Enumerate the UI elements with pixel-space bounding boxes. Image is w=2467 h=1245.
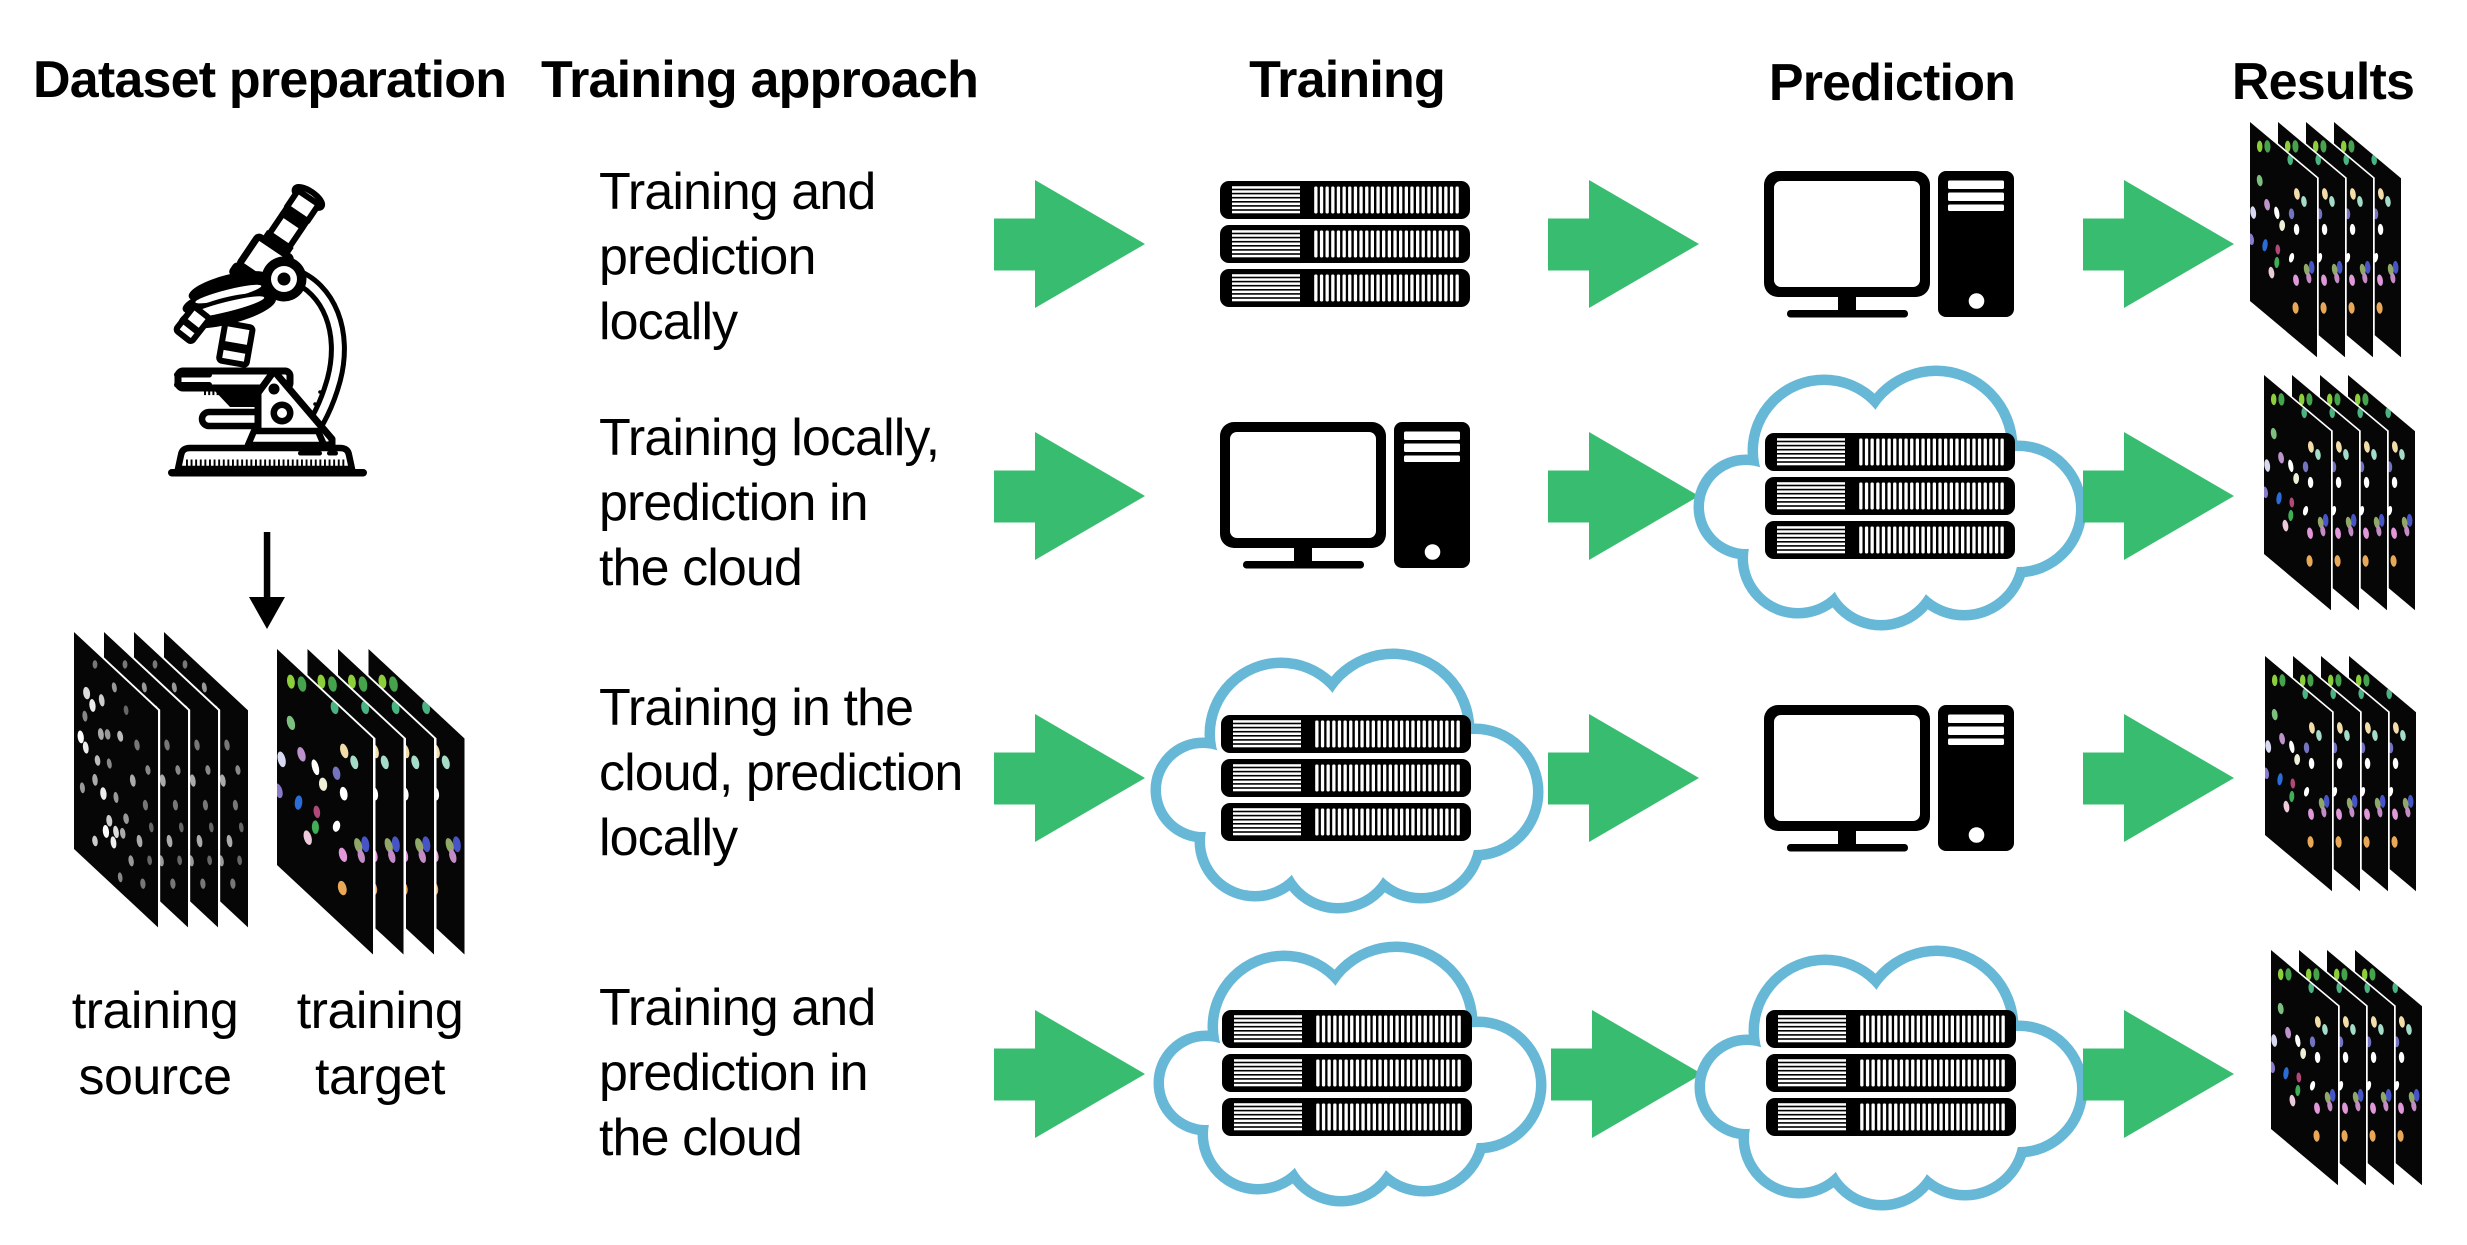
svg-text:Training: Training [1249, 51, 1445, 109]
svg-text:the cloud: the cloud [599, 1109, 802, 1167]
svg-text:target: target [315, 1048, 446, 1106]
svg-text:the cloud: the cloud [599, 539, 802, 597]
svg-text:training: training [72, 982, 239, 1040]
svg-text:Results: Results [2232, 53, 2414, 111]
svg-text:prediction in: prediction in [599, 1044, 868, 1102]
svg-text:locally: locally [599, 293, 738, 351]
svg-text:cloud, prediction: cloud, prediction [599, 744, 962, 802]
svg-text:Training approach: Training approach [541, 51, 978, 109]
svg-text:Dataset preparation: Dataset preparation [33, 51, 506, 109]
svg-text:prediction in: prediction in [599, 474, 868, 532]
svg-text:Training locally,: Training locally, [599, 409, 939, 467]
svg-text:training: training [297, 982, 464, 1040]
svg-text:Training and: Training and [599, 163, 875, 221]
svg-text:prediction: prediction [599, 228, 815, 286]
svg-text:Training and: Training and [599, 979, 875, 1037]
svg-text:Training in the: Training in the [599, 679, 913, 737]
svg-text:Prediction: Prediction [1769, 54, 2015, 112]
svg-text:source: source [78, 1048, 231, 1106]
svg-text:locally: locally [599, 809, 738, 867]
